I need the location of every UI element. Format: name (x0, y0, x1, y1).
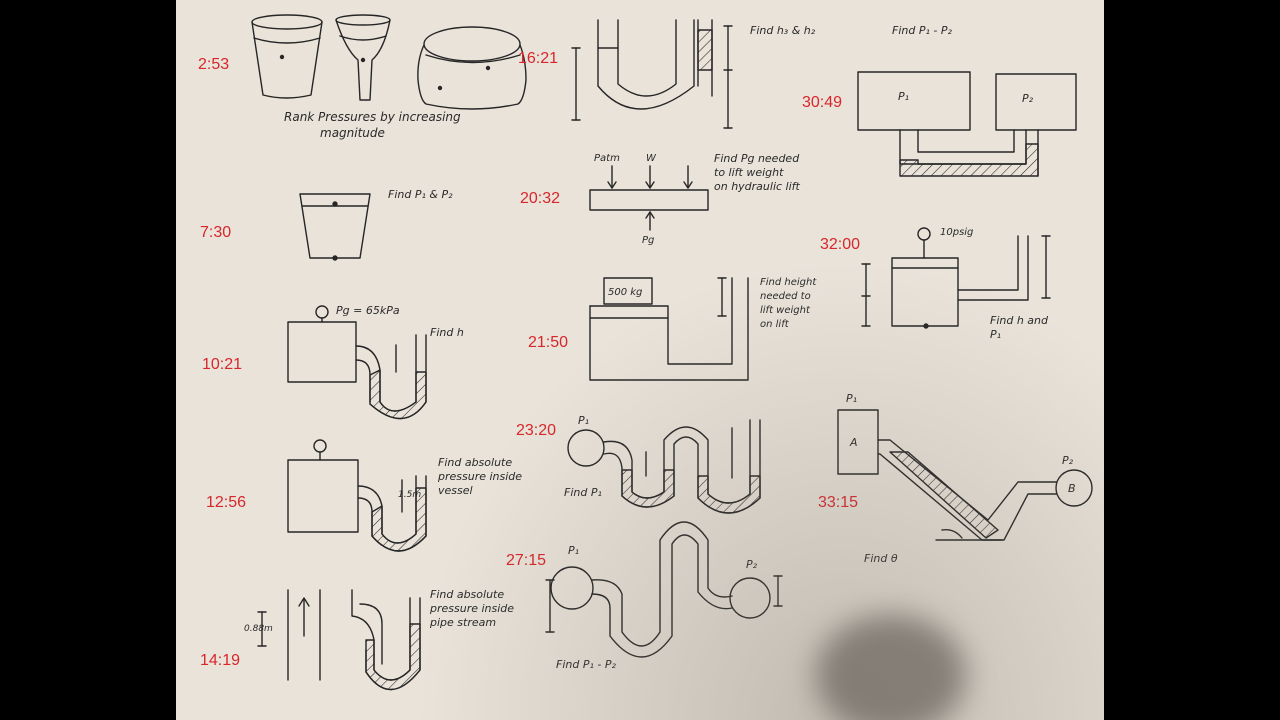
gauge-psig-label: 10psig (940, 227, 974, 238)
p1-label: P₁ (578, 414, 590, 427)
p2-label: P₂ (746, 558, 758, 571)
timestamp-label: 33:15 (818, 494, 859, 511)
timestamp-label: 2:53 (198, 56, 230, 73)
sketch-drawings (251, 14, 1093, 691)
timestamp-label: 30:49 (802, 94, 843, 111)
pg-label: Pg (642, 235, 655, 246)
timestamp-label: 21:50 (528, 334, 569, 351)
find-p1-minus-p2-note: Find P₁ - P₂ (556, 658, 616, 671)
inclined-manometer-sketch (837, 409, 1093, 541)
p2-label: P₂ (1022, 92, 1034, 105)
height-label: 0.88m (244, 624, 273, 634)
p1-label: P₁ (846, 392, 858, 405)
s-tube-spheres-sketch (545, 521, 783, 658)
find-pg-note: Find Pg needed to lift weight on hydraul… (714, 152, 800, 193)
find-absolute-pipe-note: Find absolute pressure inside pipe strea… (430, 588, 515, 629)
p2-label: P₂ (1062, 454, 1074, 467)
pipe-stream-sketch (257, 589, 421, 691)
lift-column-sketch (589, 277, 749, 381)
find-h-note: Find h (430, 326, 464, 339)
timestamp-label: 12:56 (206, 494, 247, 511)
p1-label: P₁ (898, 90, 910, 103)
tapered-container-sketch (299, 193, 371, 261)
mass-label: 500 kg (608, 287, 643, 298)
timestamp-label: 20:32 (520, 190, 561, 207)
height-label: 1.5m (398, 490, 422, 500)
find-p1-minus-p2-note: Find P₁ - P₂ (892, 24, 952, 37)
weight-label: W (646, 153, 656, 164)
hand-shadow (816, 615, 966, 720)
timestamp-label: 7:30 (200, 224, 232, 241)
timestamp-label: 32:00 (820, 236, 861, 253)
tank-standpipe-sketch (861, 227, 1051, 329)
find-p1-note: Find P₁ (564, 486, 602, 499)
rank-note: Rank Pressures by increasing (284, 110, 461, 124)
tank-a-label: A (850, 436, 858, 449)
find-h3-h2-note: Find h₃ & h₂ (750, 24, 816, 37)
two-tanks-sketch (857, 71, 1077, 177)
hydraulic-lift-sketch (589, 165, 709, 231)
find-height-note: Find height needed to lift weight on lif… (760, 277, 817, 330)
timestamp-label: 23:20 (516, 422, 557, 439)
find-h-p1-note: Find h and P₁ (990, 314, 1048, 341)
timestamp-label: 27:15 (506, 552, 547, 569)
rank-note-cont: magnitude (320, 126, 385, 140)
double-u-manometer-sketch (567, 419, 761, 514)
p1-label: P₁ (568, 544, 580, 557)
three-containers-sketch (251, 14, 527, 110)
find-theta-note: Find θ (864, 552, 898, 565)
patm-label: Patm (594, 153, 620, 164)
u-tube-sketch (571, 19, 733, 129)
tank-manometer-sketch (287, 305, 427, 420)
vessel-utube-sketch (287, 439, 427, 552)
find-p1-p2-note: Find P₁ & P₂ (388, 188, 453, 201)
timestamp-label: 14:19 (200, 652, 241, 669)
gauge-pressure-note: Pg = 65kPa (336, 304, 400, 317)
find-absolute-vessel-note: Find absolute pressure inside vessel (438, 456, 523, 497)
notebook-page: 2:53 7:30 10:21 12:56 14:19 16:21 20:32 … (176, 0, 1104, 720)
tank-b-label: B (1068, 482, 1076, 495)
timestamp-label: 10:21 (202, 356, 243, 373)
timestamp-label: 16:21 (518, 50, 559, 67)
